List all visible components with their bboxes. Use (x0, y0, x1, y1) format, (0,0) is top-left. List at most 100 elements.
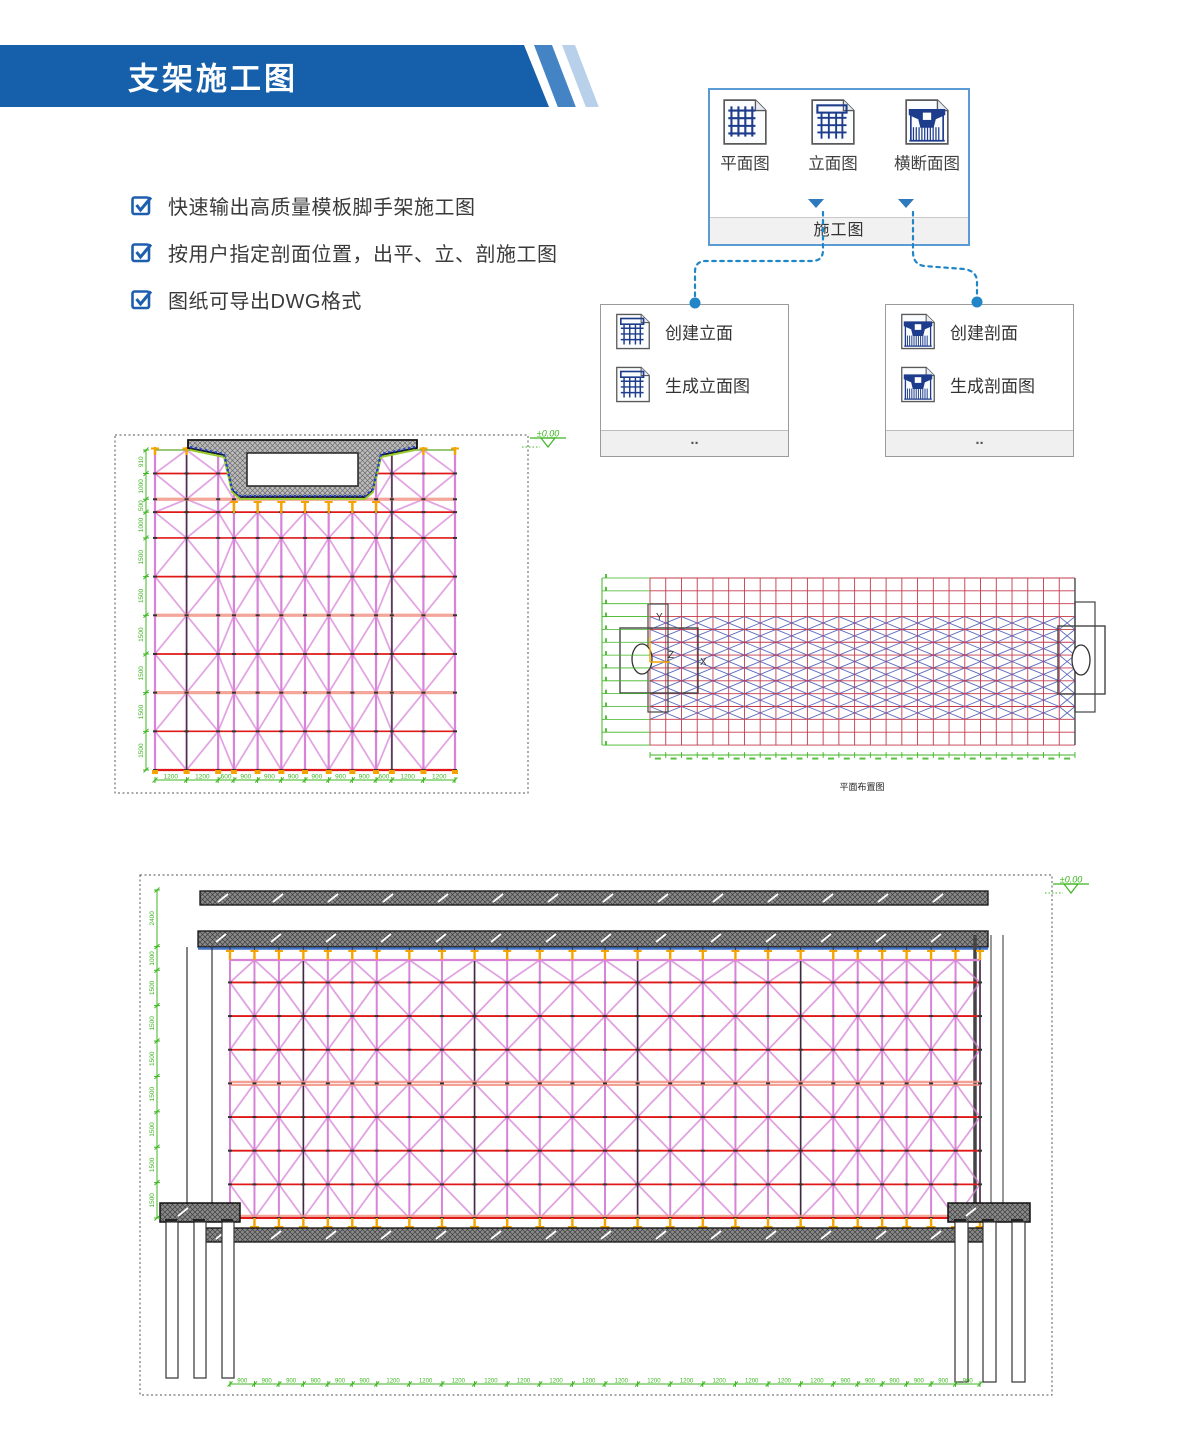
checkbox-icon (131, 243, 153, 263)
svg-text:600: 600 (221, 774, 232, 781)
feature-text: 图纸可导出DWG格式 (168, 290, 362, 313)
svg-text:1200: 1200 (419, 1379, 433, 1385)
svg-text:1500: 1500 (138, 627, 145, 642)
pier-footprint-right (1057, 625, 1106, 695)
checkbox-icon (131, 290, 153, 310)
svg-text:1200: 1200 (745, 1379, 759, 1385)
svg-text:910: 910 (138, 456, 145, 467)
svg-text:1000: 1000 (138, 517, 145, 532)
pier-footprint-left (619, 627, 699, 694)
feature-text: 按用户指定剖面位置，出平、立、剖施工图 (168, 243, 558, 266)
svg-text:900: 900 (288, 774, 299, 781)
svg-text:X: X (700, 657, 707, 668)
svg-text:1500: 1500 (138, 666, 145, 681)
svg-text:1200: 1200 (164, 774, 179, 781)
svg-text:500: 500 (138, 500, 145, 511)
svg-text:1200: 1200 (452, 1379, 466, 1385)
svg-text:900: 900 (963, 1379, 974, 1385)
svg-text:900: 900 (865, 1379, 876, 1385)
feature-item: 图纸可导出DWG格式 (130, 284, 558, 314)
feature-item: 按用户指定剖面位置，出平、立、剖施工图 (130, 237, 558, 267)
svg-text:900: 900 (889, 1379, 900, 1385)
svg-text:1200: 1200 (810, 1379, 824, 1385)
svg-text:900: 900 (359, 774, 370, 781)
menu-item-label: 生成立面图 (665, 377, 750, 396)
elevation-drawing-icon (806, 97, 860, 147)
svg-text:900: 900 (335, 774, 346, 781)
menu-item-label: 创建剖面 (950, 324, 1018, 343)
svg-text:900: 900 (264, 774, 275, 781)
plan-drawing-icon (718, 97, 772, 147)
pile (954, 1221, 969, 1383)
pile (193, 1221, 207, 1379)
feature-item: 快速输出高质量模板脚手架施工图 (130, 190, 558, 220)
menu-footer-dots: .. (690, 431, 699, 448)
svg-text:1000: 1000 (149, 951, 156, 966)
menu-item-generate-elevation-drawing[interactable]: 生成立面图 (601, 358, 788, 411)
top-girder (199, 890, 989, 906)
menu-item-generate-section-drawing[interactable]: 生成剖面图 (886, 358, 1073, 411)
plan-grid (649, 577, 1076, 746)
feature-list: 快速输出高质量模板脚手架施工图 按用户指定剖面位置，出平、立、剖施工图 图纸可导… (130, 190, 558, 331)
svg-text:1500: 1500 (149, 1157, 156, 1172)
feature-text: 快速输出高质量模板脚手架施工图 (168, 196, 476, 219)
menu-item-create-elevation[interactable]: 创建立面 (601, 305, 788, 358)
scaffold-lattice (153, 449, 457, 772)
section-header-banner: 支架施工图 (0, 45, 549, 107)
cross-section-drawing-icon (900, 97, 954, 147)
svg-text:1200: 1200 (432, 774, 447, 781)
toolbar-button-elevation-view[interactable]: 立面图 (806, 97, 860, 174)
svg-text:900: 900 (360, 1379, 371, 1385)
menu-item-create-section[interactable]: 创建剖面 (886, 305, 1073, 358)
svg-text:1500: 1500 (138, 743, 145, 758)
svg-text:900: 900 (286, 1379, 297, 1385)
svg-text:1200: 1200 (386, 1379, 400, 1385)
svg-text:1200: 1200 (517, 1379, 531, 1385)
svg-text:Z: Z (668, 650, 674, 661)
svg-text:900: 900 (311, 1379, 322, 1385)
page-title: 支架施工图 (128, 61, 298, 97)
menu-item-label: 生成剖面图 (950, 377, 1035, 396)
dropdown-arrow-icon[interactable] (808, 199, 824, 208)
svg-text:1500: 1500 (149, 980, 156, 995)
svg-text:2400: 2400 (149, 911, 156, 926)
svg-text:1500: 1500 (149, 1122, 156, 1137)
svg-text:1500: 1500 (138, 588, 145, 603)
menu-footer[interactable]: .. (601, 430, 788, 456)
ribbon-group-label: 施工图 (710, 217, 968, 244)
svg-text:900: 900 (914, 1379, 925, 1385)
svg-text:1200: 1200 (582, 1379, 596, 1385)
pile (165, 1221, 179, 1379)
second-girder (197, 930, 989, 948)
svg-text:1500: 1500 (149, 1016, 156, 1031)
pile (221, 1221, 235, 1379)
svg-text:1200: 1200 (647, 1379, 661, 1385)
svg-text:±0.00: ±0.00 (1060, 875, 1082, 885)
svg-text:1500: 1500 (149, 1087, 156, 1102)
svg-text:1500: 1500 (138, 704, 145, 719)
svg-text:1200: 1200 (615, 1379, 629, 1385)
scaffold-lattice (228, 958, 982, 1219)
pile (982, 1221, 997, 1383)
svg-text:1200: 1200 (400, 774, 415, 781)
svg-text:900: 900 (311, 774, 322, 781)
svg-text:1200: 1200 (195, 774, 210, 781)
toolbar-button-label: 立面图 (808, 155, 858, 173)
svg-text:900: 900 (938, 1379, 949, 1385)
svg-text:1200: 1200 (778, 1379, 792, 1385)
toolbar-button-row: 平面图 立面图 横断面图 (710, 90, 968, 174)
cross-section-drawing-icon (897, 365, 939, 404)
pile (1011, 1221, 1026, 1383)
toolbar-button-label: 横断面图 (894, 155, 960, 173)
menu-footer[interactable]: .. (886, 430, 1073, 456)
toolbar-button-plan-view[interactable]: 平面图 (718, 97, 772, 174)
dropdown-arrow-icon[interactable] (898, 199, 914, 208)
ribbon-panel-construction-drawing: 平面图 立面图 横断面图 施工图 (708, 88, 970, 246)
toolbar-button-cross-section-view[interactable]: 横断面图 (894, 97, 960, 174)
svg-text:600: 600 (379, 774, 390, 781)
cross-section-drawing-icon (897, 312, 939, 351)
